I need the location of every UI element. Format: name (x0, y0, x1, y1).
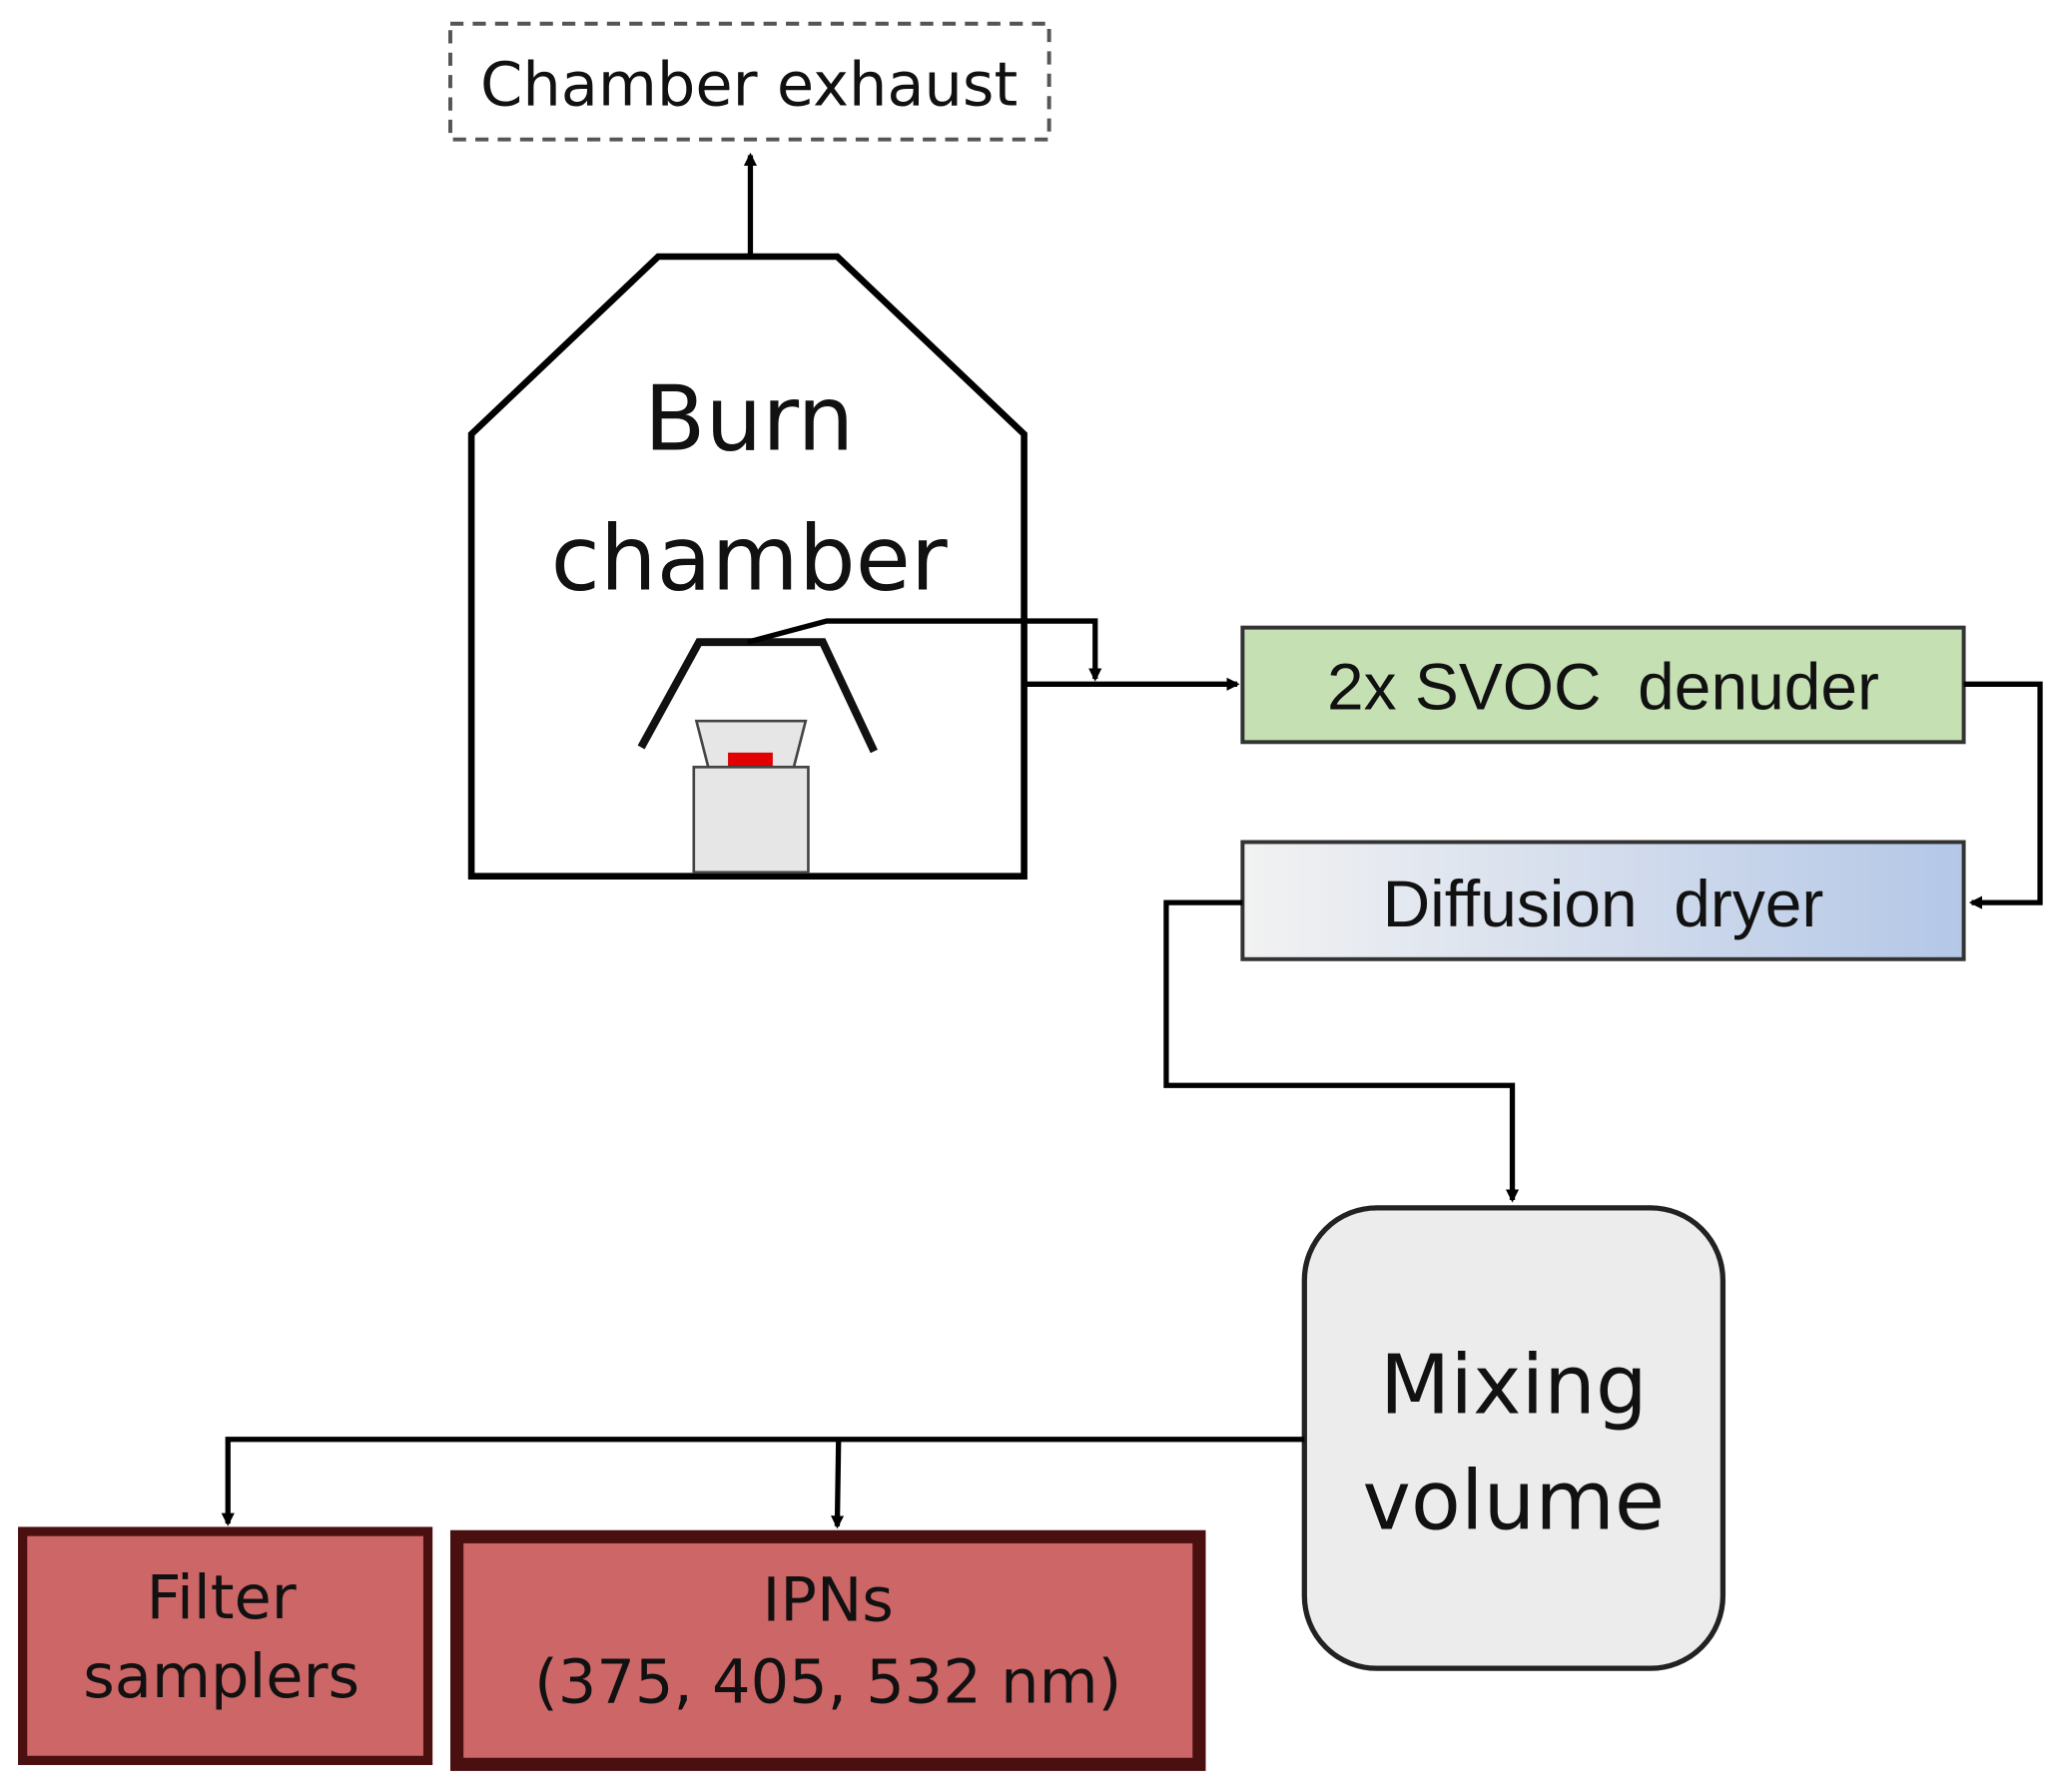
edge-hood-sample-line (747, 618, 1102, 682)
edge-mixing-to-ipns (831, 1439, 845, 1529)
filters-label-line1: Filter (147, 1563, 297, 1633)
burn-chamber-outline (467, 253, 1028, 881)
mixing-label-line2: volume (1363, 1454, 1666, 1548)
denuder-label: 2x SVOC denuder (1327, 649, 1879, 723)
denuder-box (1240, 625, 1966, 745)
node-diffusion-dryer: Diffusion dryer (1240, 840, 1966, 961)
dryer-label: Diffusion dryer (1383, 867, 1824, 940)
mixing-label-line1: Mixing (1380, 1338, 1648, 1433)
filters-label-line2: samplers (83, 1642, 359, 1712)
ipns-label-line2: (375, 405, 532 nm) (534, 1647, 1121, 1717)
node-filter-samplers: Filter samplers (18, 1526, 433, 1765)
burn-chamber-label-line1: Burn (644, 368, 854, 472)
filters-box (18, 1526, 433, 1765)
node-burn-chamber: Burn chamber (467, 253, 1028, 881)
edge-mixing-to-filters (221, 1437, 1305, 1526)
mixing-box (1301, 1205, 1726, 1671)
edge-dryer-to-mixing (1163, 899, 1520, 1203)
exhaust-box (448, 21, 1051, 142)
ipns-box (449, 1529, 1206, 1771)
exhaust-label: Chamber exhaust (480, 50, 1018, 120)
stove-base-icon (692, 766, 810, 875)
hood-icon (637, 638, 878, 754)
ipns-label-line1: IPNs (763, 1566, 894, 1636)
fire-icon (728, 752, 773, 769)
node-svoc-denuder: 2x SVOC denuder (1240, 625, 1966, 745)
burn-chamber-label-line2: chamber (551, 507, 948, 611)
node-ipns: IPNs (375, 405, 532 nm) (449, 1529, 1206, 1771)
node-chamber-exhaust: Chamber exhaust (448, 21, 1051, 142)
node-mixing-volume: Mixing volume (1301, 1205, 1726, 1671)
edge-denuder-to-dryer (1963, 681, 2043, 909)
